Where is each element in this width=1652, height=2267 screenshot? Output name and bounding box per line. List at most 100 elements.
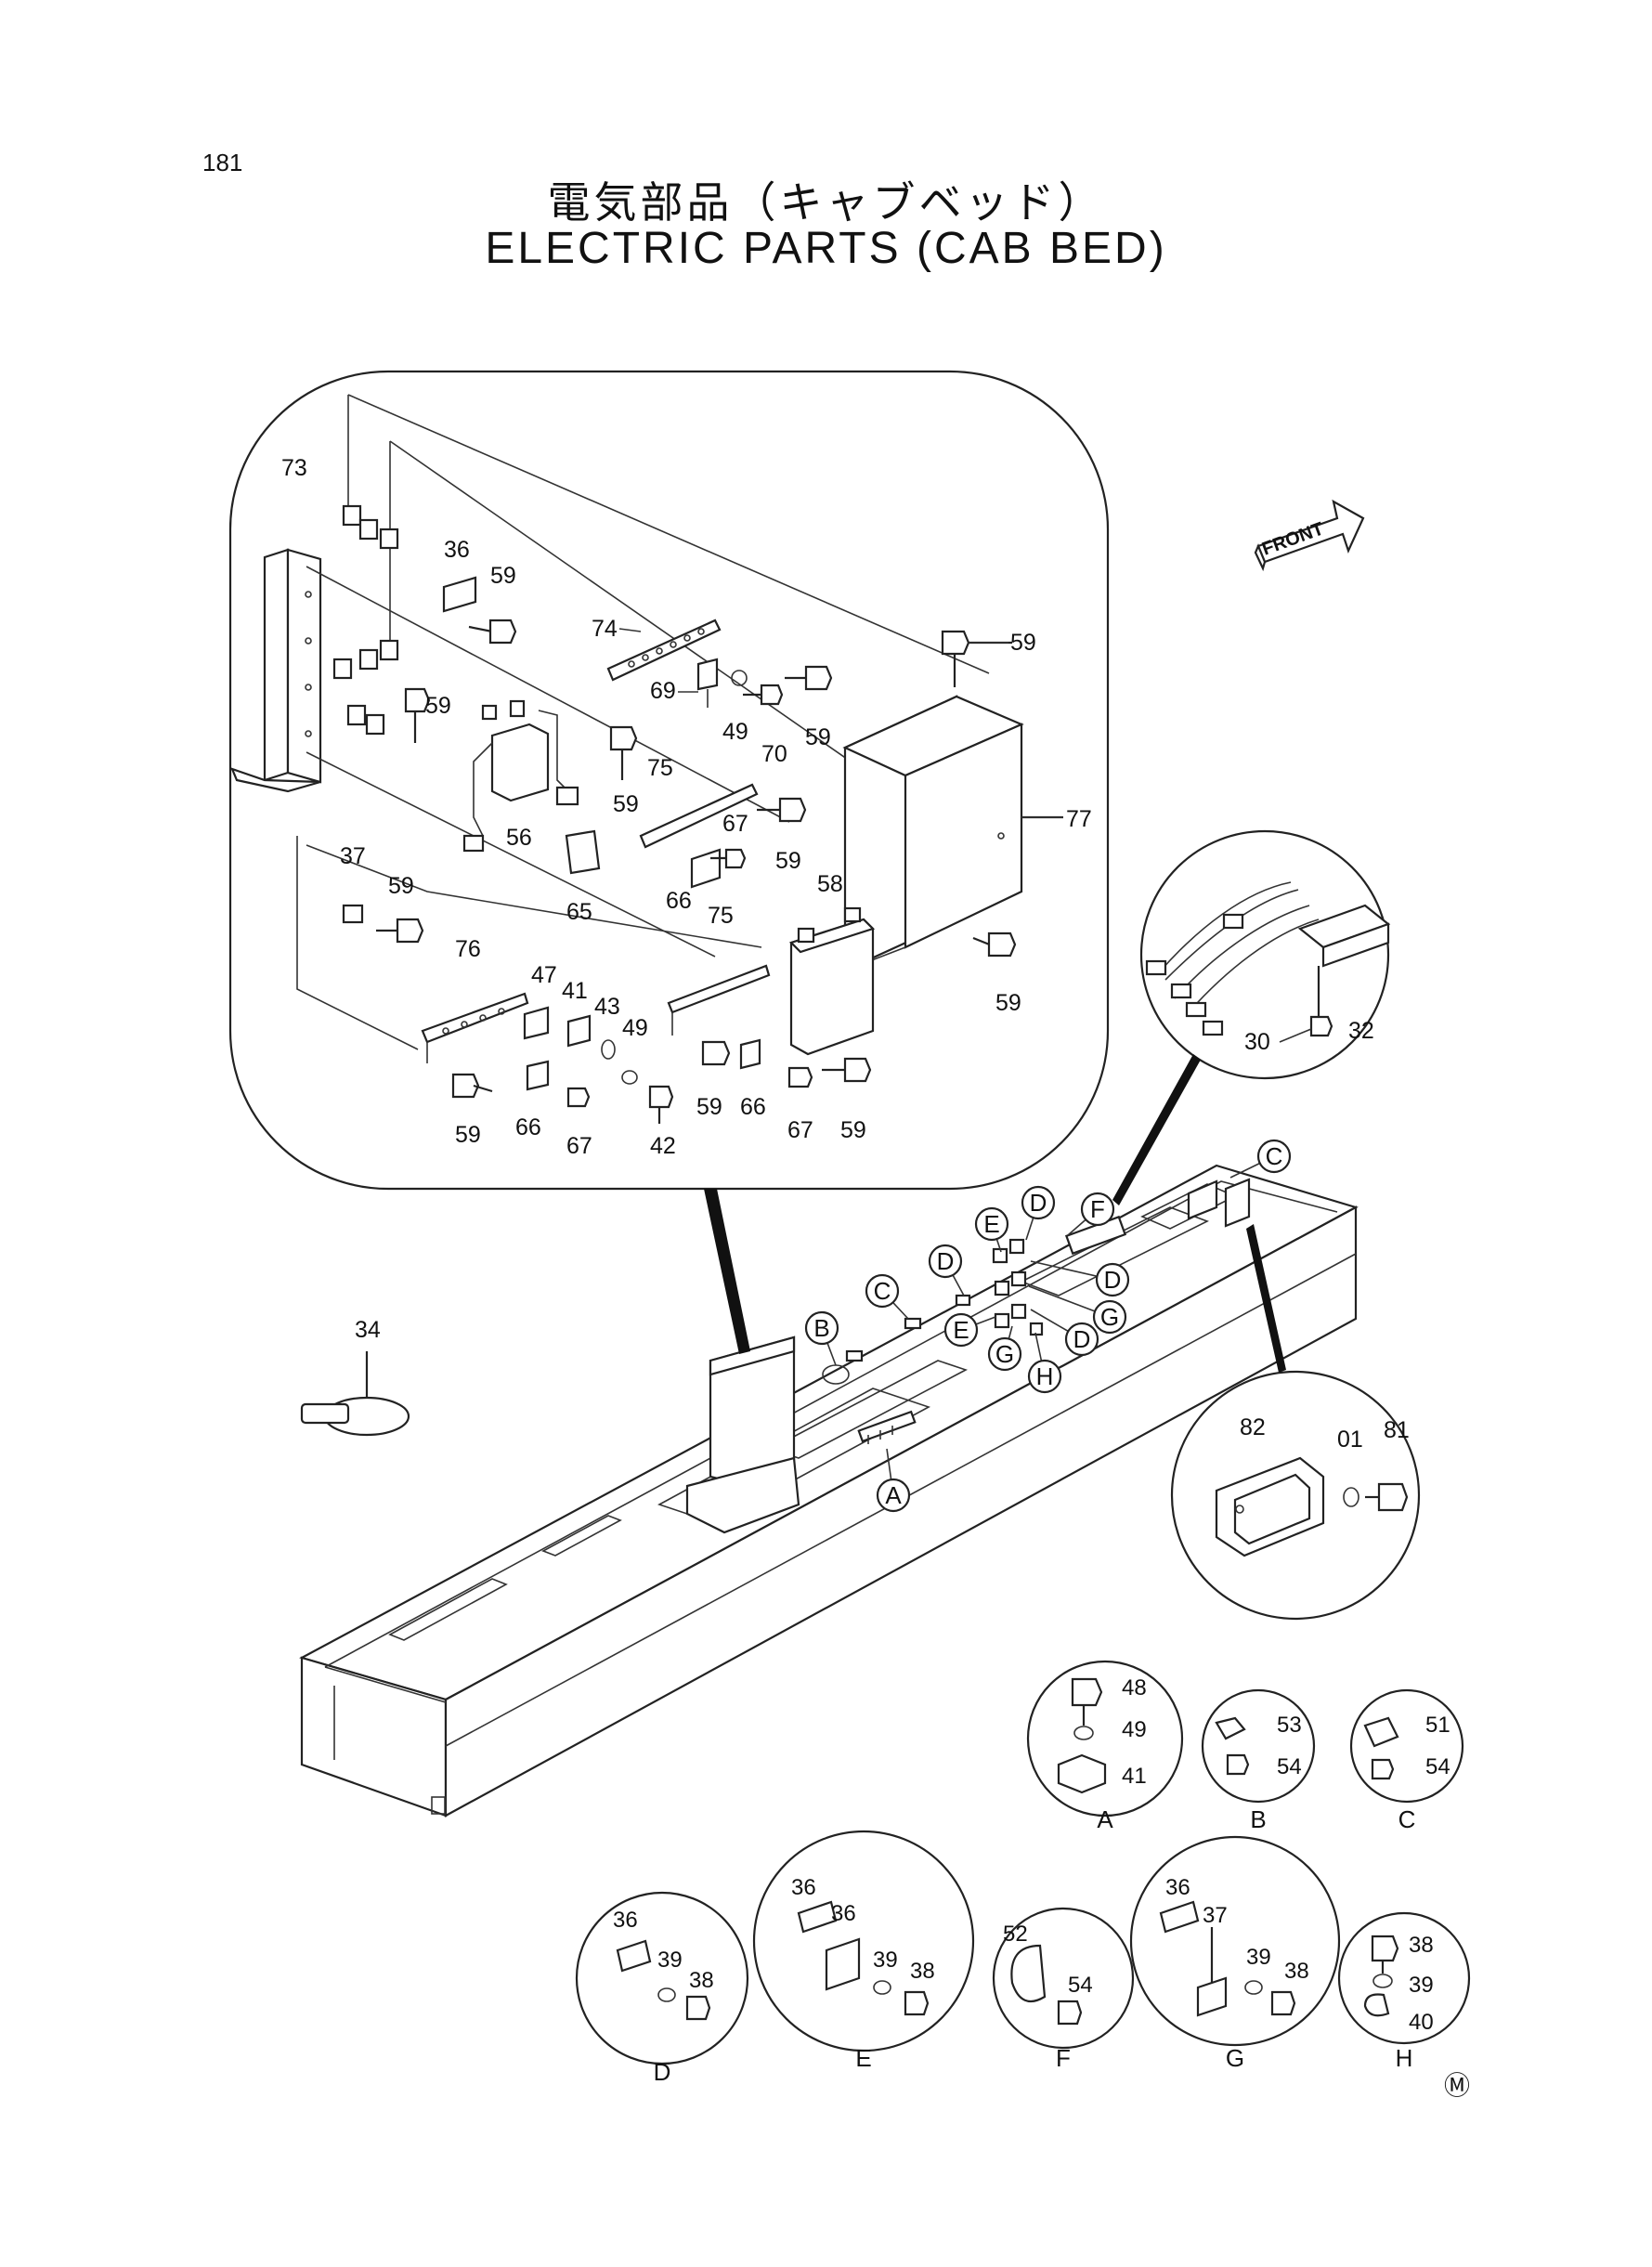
marker-circle-mE1 — [974, 1206, 1009, 1242]
view-f-circle — [992, 1907, 1135, 2050]
bolt-59e — [972, 932, 1017, 958]
callout-c82: 82 — [1240, 1414, 1266, 1440]
view-part-vD-1: 39 — [657, 1948, 683, 1973]
view-part-vG-0: 36 — [1165, 1875, 1190, 1900]
callout-c66b: 66 — [515, 1114, 541, 1140]
marker-mA: A — [876, 1448, 911, 1513]
view-label-vE: E — [855, 2044, 871, 2072]
marker-mC2: C — [1229, 1139, 1292, 1179]
callout-c73: 73 — [281, 455, 307, 481]
callout-c43: 43 — [594, 994, 620, 1020]
relay-box-on-bed — [685, 1335, 800, 1534]
cable-tie-34 — [300, 1351, 410, 1437]
view-part-vH-0: 38 — [1409, 1933, 1434, 1958]
front-arrow-icon: FRONT — [1254, 499, 1365, 572]
callout-c41: 41 — [562, 978, 588, 1004]
marker-mH: H — [1027, 1332, 1062, 1394]
view-part-vG-1: 37 — [1203, 1903, 1228, 1928]
callout-c42: 42 — [650, 1133, 676, 1159]
callout-c59f: 59 — [613, 791, 639, 817]
marker-letter-mD2: D — [1030, 1189, 1047, 1217]
callout-c74: 74 — [592, 616, 618, 642]
callout-c59d: 59 — [805, 724, 831, 750]
callout-c76: 76 — [455, 936, 481, 962]
marker-letter-mC1: C — [874, 1277, 891, 1305]
callout-c59i: 59 — [696, 1094, 722, 1120]
callout-c37: 37 — [340, 843, 366, 869]
callout-c75a: 75 — [647, 755, 673, 781]
leader-c30 — [1279, 1028, 1312, 1043]
detail-panel-relay-box — [228, 370, 1110, 1354]
marker-letter-mF: F — [1090, 1195, 1105, 1223]
view-d-circle — [575, 1891, 749, 2065]
callout-c58: 58 — [817, 871, 843, 897]
marker-mF: F — [1067, 1192, 1115, 1236]
cab-bed-frame — [299, 1164, 1359, 1818]
marker-letter-mA: A — [885, 1481, 902, 1509]
view-part-vC-1: 54 — [1425, 1754, 1450, 1779]
view-label-vC: C — [1398, 1805, 1416, 1833]
callout-c49a: 49 — [722, 719, 748, 745]
callout-c66c: 66 — [740, 1094, 766, 1120]
view-label-vA: A — [1097, 1805, 1113, 1833]
callout-c67c: 67 — [787, 1117, 813, 1143]
callout-c56: 56 — [506, 825, 532, 851]
marker-mD2: D — [1021, 1185, 1056, 1241]
view-g-circle — [1129, 1835, 1341, 2047]
relay-56 — [462, 699, 579, 853]
marker-circle-mD2 — [1021, 1185, 1056, 1220]
view-part-vF-1: 54 — [1068, 1973, 1093, 1998]
marker-circle-mG2 — [987, 1336, 1022, 1372]
marker-letter-mD3: D — [1104, 1266, 1122, 1294]
marker-circle-mC1 — [865, 1273, 900, 1309]
detail-views — [575, 1660, 1471, 2065]
view-part-vE-3: 38 — [910, 1959, 935, 1984]
marker-letter-mG2: G — [995, 1340, 1014, 1368]
marker-circle-mD4 — [1064, 1322, 1099, 1357]
title-english: ELECTRIC PARTS (CAB BED) — [485, 224, 1167, 273]
view-part-vB-0: 53 — [1277, 1713, 1302, 1738]
marker-circle-mG1 — [1092, 1299, 1127, 1335]
cover-77 — [842, 695, 1063, 972]
marker-letter-mG1: G — [1100, 1303, 1119, 1331]
marker-circle-mD1 — [928, 1244, 963, 1279]
marker-letter-mD1: D — [937, 1247, 955, 1275]
bolt-59a — [468, 619, 517, 645]
callout-c59h: 59 — [775, 848, 801, 874]
view-a-circle — [1026, 1660, 1184, 1818]
view-part-vH-1: 39 — [1409, 1973, 1434, 1998]
callout-c70: 70 — [761, 741, 787, 767]
strip-74 — [606, 619, 722, 682]
marker-circle-mH — [1027, 1359, 1062, 1394]
box-58 — [788, 906, 876, 1056]
strip-75a — [639, 783, 807, 889]
view-part-vD-0: 36 — [613, 1908, 638, 1933]
marker-mD1: D — [928, 1244, 965, 1296]
callout-c34: 34 — [355, 1317, 381, 1343]
marker-letter-mD4: D — [1073, 1325, 1091, 1353]
strip-76 — [421, 992, 529, 1063]
view-label-vF: F — [1056, 2044, 1071, 2072]
marker-mB: B — [804, 1310, 839, 1366]
callout-c59a: 59 — [490, 563, 516, 589]
marker-circle-mD3 — [1095, 1262, 1130, 1297]
view-label-vB: B — [1250, 1805, 1266, 1833]
marker-circle-mC2 — [1256, 1139, 1292, 1174]
view-e-circle — [752, 1830, 975, 2052]
strip-75b — [667, 964, 771, 1070]
view-part-vH-2: 40 — [1409, 2010, 1434, 2035]
callout-c77: 77 — [1066, 806, 1092, 832]
marker-mG2: G — [987, 1325, 1022, 1372]
callout-c67b: 67 — [566, 1133, 592, 1159]
view-part-vA-2: 41 — [1122, 1764, 1147, 1789]
leader-c74 — [618, 628, 642, 632]
marker-circle-mA — [876, 1478, 911, 1513]
view-label-vH: H — [1396, 2044, 1413, 2072]
view-part-vA-0: 48 — [1122, 1675, 1147, 1700]
terminal-strip-a — [857, 1410, 917, 1444]
marker-letter-mE1: E — [983, 1210, 999, 1238]
callout-c59g: 59 — [388, 873, 414, 899]
